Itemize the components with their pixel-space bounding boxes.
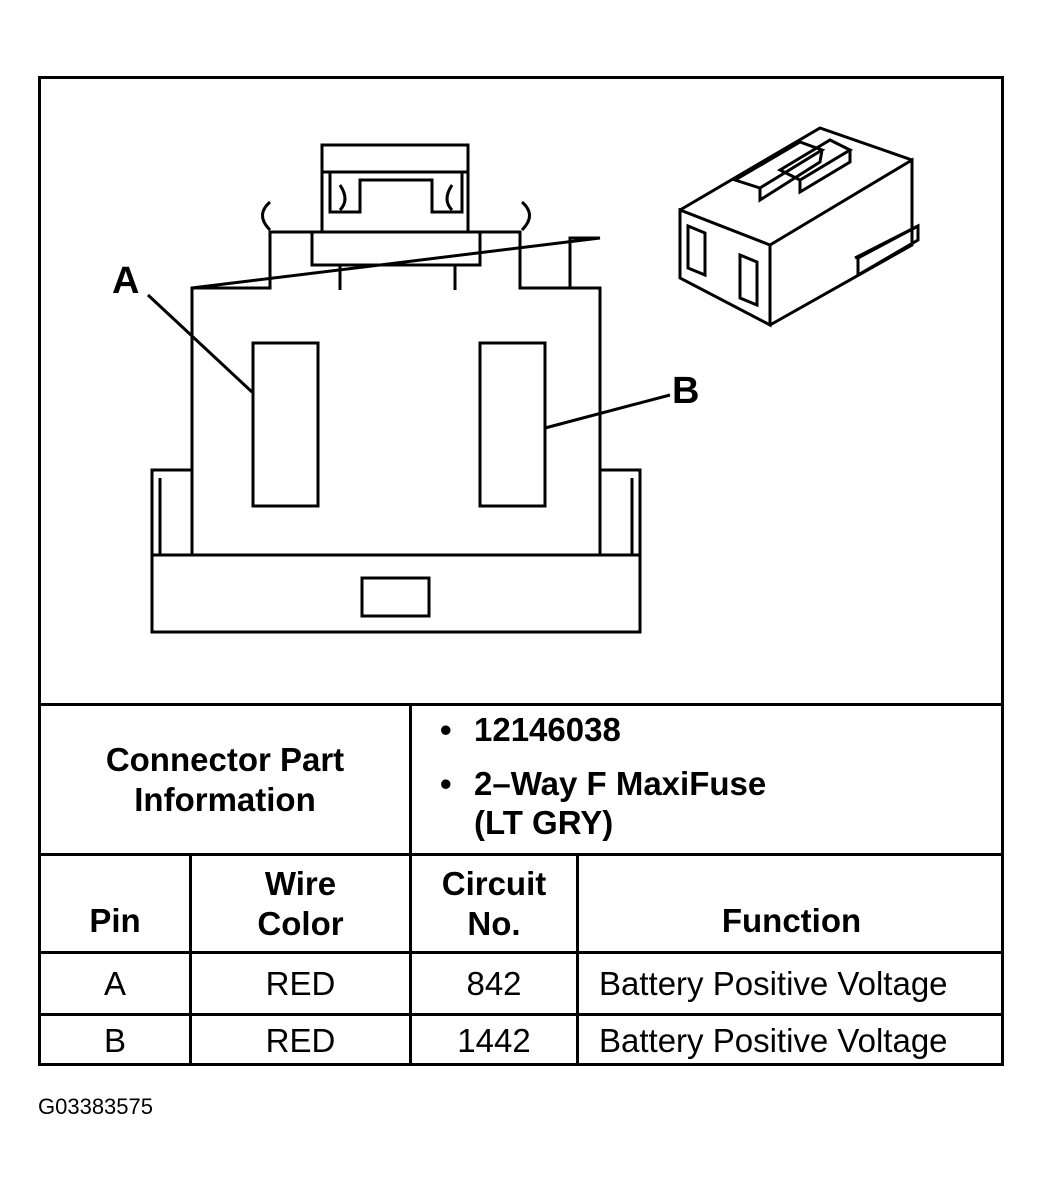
left-ear — [261, 200, 272, 232]
connector-front-view — [146, 143, 671, 634]
connector-shoulder — [192, 230, 570, 290]
part-info-values: •12146038 •2–Way F MaxiFuse (LT GRY) — [440, 711, 767, 842]
table-divider-row2 — [38, 1013, 1004, 1016]
diagram-frame — [38, 76, 1004, 1066]
table-divider-header — [38, 853, 1004, 856]
pin-label-b: B — [672, 370, 700, 412]
row2-function: Battery Positive Voltage — [599, 1022, 948, 1060]
header-pin: Pin — [89, 902, 141, 940]
header-wire-color: Wire Color — [257, 864, 344, 942]
table-divider-top — [38, 703, 1004, 706]
iso-latch — [731, 140, 826, 190]
col-divider-3 — [576, 853, 579, 1066]
latch-window — [328, 172, 464, 214]
col-divider-2 — [409, 853, 412, 1066]
part-number: 12146038 — [474, 711, 621, 748]
row2-pin: B — [103, 1022, 126, 1060]
header-circuit-no: Circuit No. — [441, 864, 547, 942]
figure-id: G03383575 — [38, 1094, 153, 1119]
latch-outline — [270, 143, 520, 234]
row1-pin: A — [103, 964, 126, 1002]
iso-top-edge — [679, 126, 913, 212]
row1-circuit: 842 — [466, 964, 522, 1002]
terminal-slot-a — [251, 341, 320, 508]
terminal-slot-b — [478, 341, 547, 508]
right-ear — [520, 200, 531, 232]
latch-step — [310, 232, 482, 267]
part-color: (LT GRY) — [474, 804, 614, 842]
col-divider-1 — [189, 853, 192, 1066]
iso-side-face — [769, 157, 914, 327]
part-description: 2–Way F MaxiFuse — [474, 764, 767, 802]
header-function: Function — [721, 902, 862, 940]
base-plate — [150, 553, 642, 634]
base-sides — [150, 468, 642, 557]
pin-label-a: A — [112, 260, 140, 302]
part-info-label: Connector Part Information — [105, 740, 345, 818]
connector-isometric-view — [678, 126, 920, 328]
row2-circuit: 1442 — [457, 1022, 531, 1060]
table-divider-row1 — [38, 951, 1004, 954]
row1-wire-color: RED — [265, 964, 336, 1002]
iso-slot-b — [738, 252, 759, 308]
row1-function: Battery Positive Voltage — [599, 964, 948, 1002]
leader-a — [146, 293, 254, 394]
base-tab — [360, 576, 431, 618]
part-info-divider — [409, 703, 412, 855]
iso-slot-a — [686, 223, 707, 278]
row2-wire-color: RED — [265, 1022, 336, 1060]
leader-b — [544, 393, 671, 430]
